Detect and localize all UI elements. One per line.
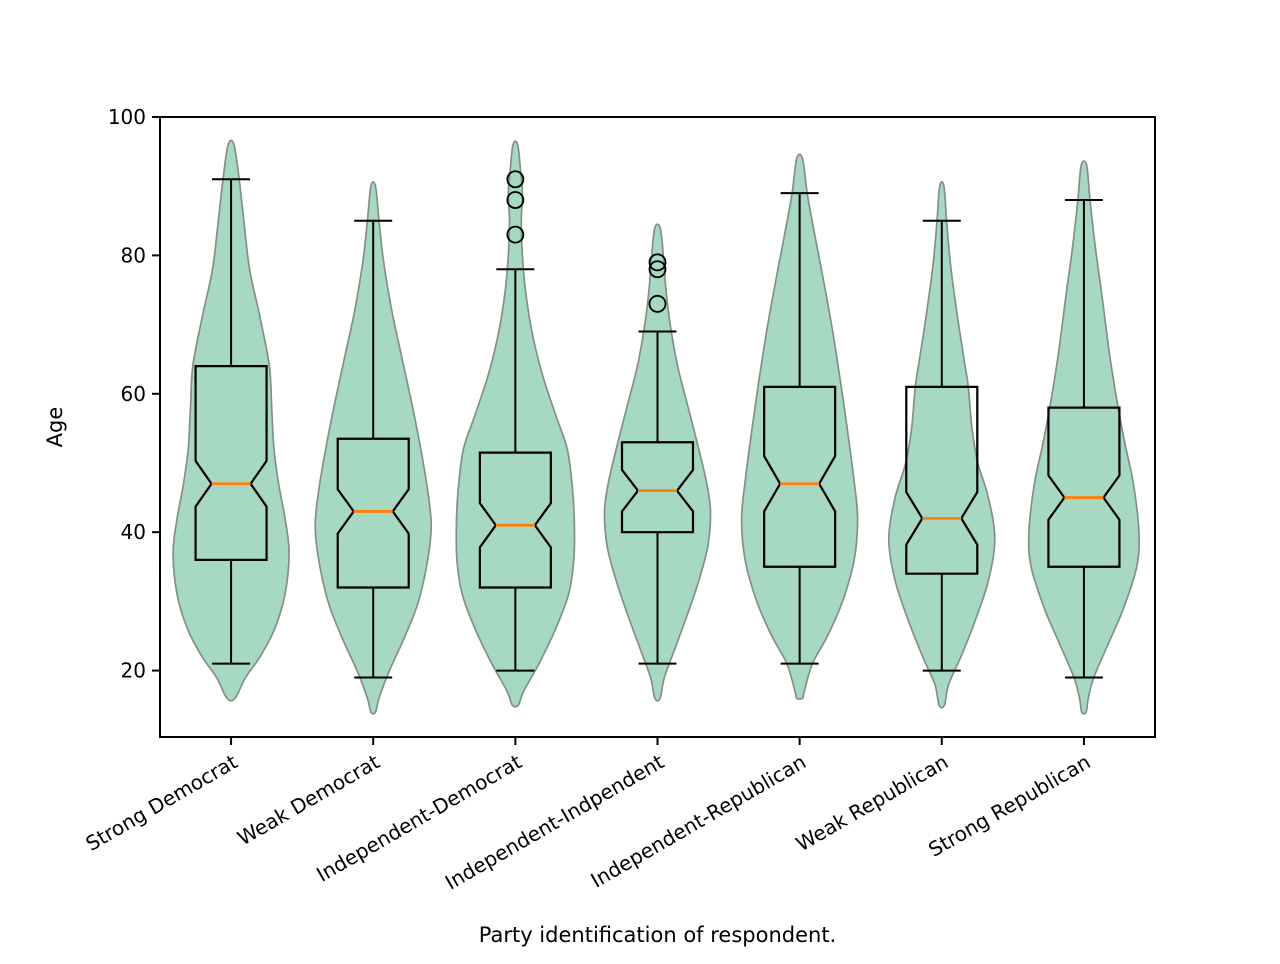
violin-body-4: [603, 223, 712, 702]
notched-box-5: [763, 385, 837, 568]
boxes-layer: [194, 170, 1121, 679]
notched-box-2: [336, 437, 410, 589]
outlier-4-3: [648, 253, 667, 272]
notched-box-6: [905, 385, 979, 575]
violin-body-2: [314, 181, 433, 715]
x-tick-label-2: Weak Democrat: [233, 749, 384, 850]
notched-box-4: [620, 441, 695, 534]
y-tick-label-60: 60: [121, 382, 146, 406]
y-axis-label: Age: [43, 407, 67, 448]
notched-box-7: [1047, 406, 1121, 568]
outlier-3-2: [506, 191, 525, 209]
y-tick-label-80: 80: [121, 243, 146, 267]
x-axis-label: Party identification of respondent.: [479, 923, 836, 947]
violin-body-5: [740, 153, 859, 700]
violin-body-7: [1027, 160, 1141, 715]
x-tick-label-1: Strong Democrat: [81, 749, 241, 855]
notched-box-1: [194, 365, 268, 561]
notched-box-3: [478, 451, 552, 589]
outlier-4-2: [648, 260, 667, 279]
outlier-4-1: [648, 294, 667, 313]
y-tick-label-40: 40: [121, 520, 146, 544]
outlier-3-3: [506, 170, 525, 189]
y-tick-label-100: 100: [108, 105, 146, 129]
y-tick-label-20: 20: [121, 659, 146, 683]
violins-layer: [172, 139, 1141, 715]
outlier-3-1: [506, 225, 525, 244]
